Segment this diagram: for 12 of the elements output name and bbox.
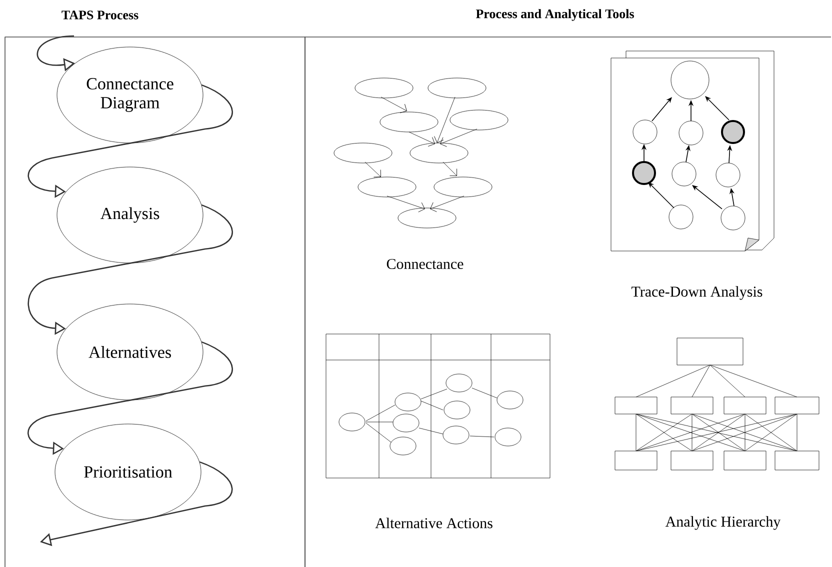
trace-down-drawing [610, 50, 774, 252]
connectance-drawing [334, 78, 508, 228]
node-label: Trace-Down Analysis [632, 286, 762, 300]
alternatives-table-drawing [326, 334, 550, 478]
panel [304, 36, 832, 567]
node-label: Analytic Hierarchy [665, 516, 781, 530]
column-heading: Process and Analytical Tools [476, 9, 634, 21]
column-heading: TAPS Process [62, 10, 138, 20]
node-label: Connectance [386, 258, 464, 270]
node-label: Alternative Actions [375, 518, 492, 528]
hierarchy-drawing [614, 338, 820, 470]
panel [4, 36, 306, 567]
